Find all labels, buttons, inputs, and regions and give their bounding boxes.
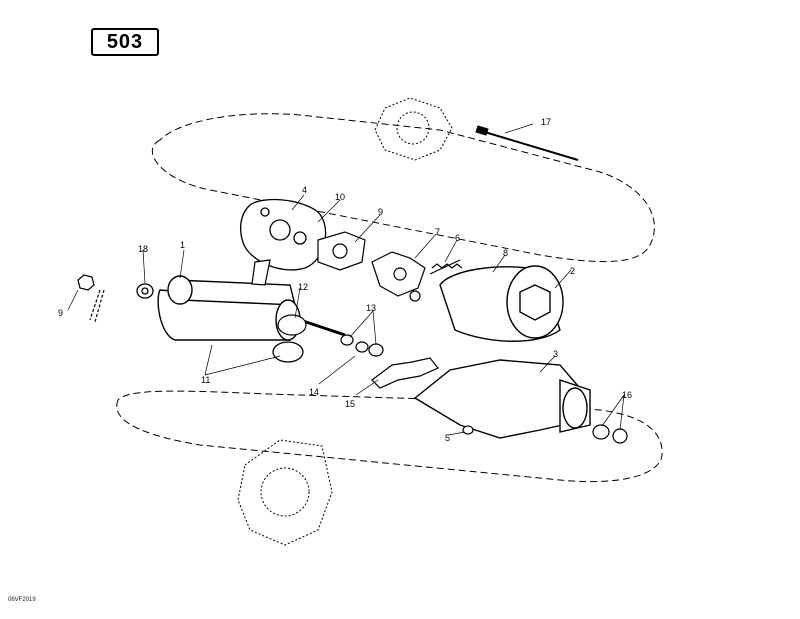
part-13-rings [340, 334, 384, 357]
lower-gasket [237, 439, 333, 546]
part-7-brush-holder [371, 251, 426, 302]
callout-2: 2 [570, 266, 575, 276]
upper-gasket [374, 97, 453, 161]
callout-3: 3 [553, 349, 558, 359]
page-number-box: 503 [91, 28, 159, 56]
part-16-bushings [592, 424, 628, 444]
callout-10: 10 [335, 192, 345, 202]
part-10-sleeve [251, 259, 271, 286]
part-1-starter-motor [157, 275, 346, 341]
callout-8: 8 [503, 248, 508, 258]
page-number: 503 [106, 30, 144, 53]
part-18-cap [136, 283, 154, 299]
callout-9-plate: 9 [378, 207, 383, 217]
upper-group-outline [151, 113, 655, 263]
callout-13: 13 [366, 303, 376, 313]
callout-4: 4 [302, 185, 307, 195]
callout-12: 12 [298, 282, 308, 292]
lower-group-outline [116, 390, 663, 483]
callout-7: 7 [435, 227, 440, 237]
callout-17: 17 [541, 117, 551, 127]
part-5-bushing [462, 425, 474, 435]
callout-15: 15 [345, 399, 355, 409]
callout-5: 5 [445, 433, 450, 443]
footer-code: 06VF2019 [8, 597, 36, 603]
callout-16: 16 [622, 390, 632, 400]
part-9-nut-bolt [77, 274, 105, 323]
callout-1: 1 [180, 240, 185, 250]
part-17-stud [475, 125, 579, 161]
callout-18: 18 [138, 244, 148, 254]
part-12-gear [277, 314, 307, 336]
part-4-end-cover [239, 198, 327, 271]
leader-lines [67, 123, 625, 436]
part-11-disc [272, 341, 304, 363]
part-15-lever [371, 357, 439, 389]
callout-6: 6 [455, 233, 460, 243]
callout-9-nut: 9 [58, 308, 63, 318]
callout-11: 11 [201, 375, 210, 385]
part-9-brush-plate [317, 231, 366, 271]
part-3-drive-housing [413, 359, 591, 439]
callout-14: 14 [309, 387, 319, 397]
part-6-spring [429, 259, 463, 275]
part-2-housing [439, 265, 564, 342]
